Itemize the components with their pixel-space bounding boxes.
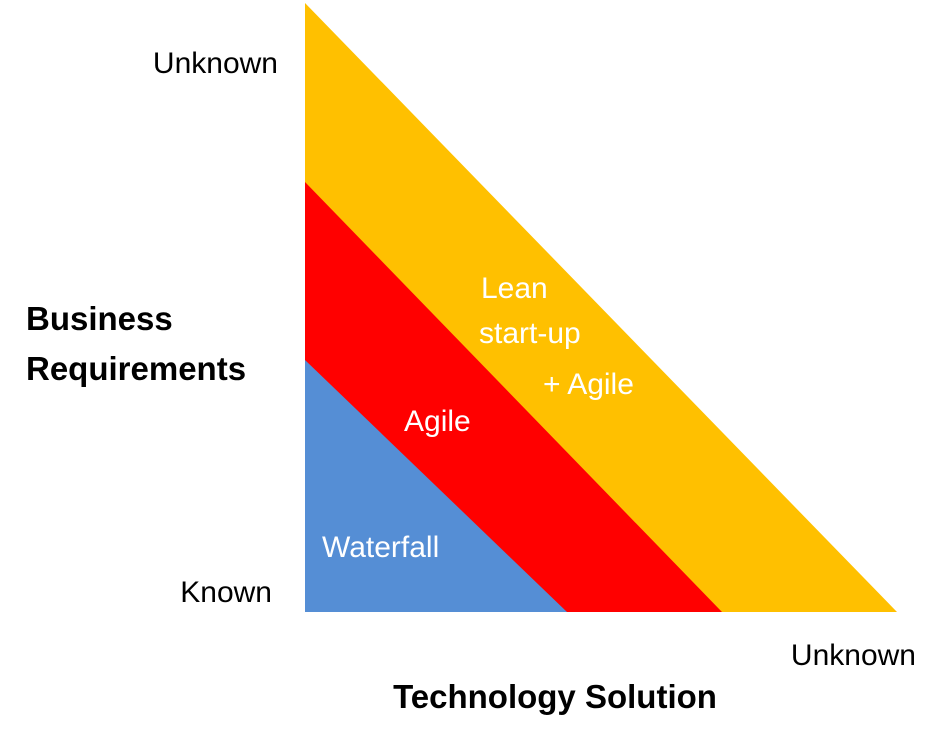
zone-waterfall bbox=[305, 360, 567, 612]
x-axis-title: Technology Solution bbox=[393, 678, 717, 715]
lean-label-line-3: + Agile bbox=[543, 368, 634, 401]
waterfall-label: Waterfall bbox=[322, 531, 439, 564]
y-axis-top-label: Unknown bbox=[153, 47, 278, 80]
y-axis-bottom-label: Known bbox=[180, 576, 272, 609]
y-axis-title-line-2: Requirements bbox=[26, 350, 246, 387]
agile-label: Agile bbox=[404, 405, 471, 438]
lean-label-line-2: start-up bbox=[479, 317, 581, 350]
x-axis-right-label: Unknown bbox=[791, 639, 916, 672]
lean-label-line-1: Lean bbox=[481, 272, 548, 305]
y-axis-title-line-1: Business bbox=[26, 300, 173, 337]
